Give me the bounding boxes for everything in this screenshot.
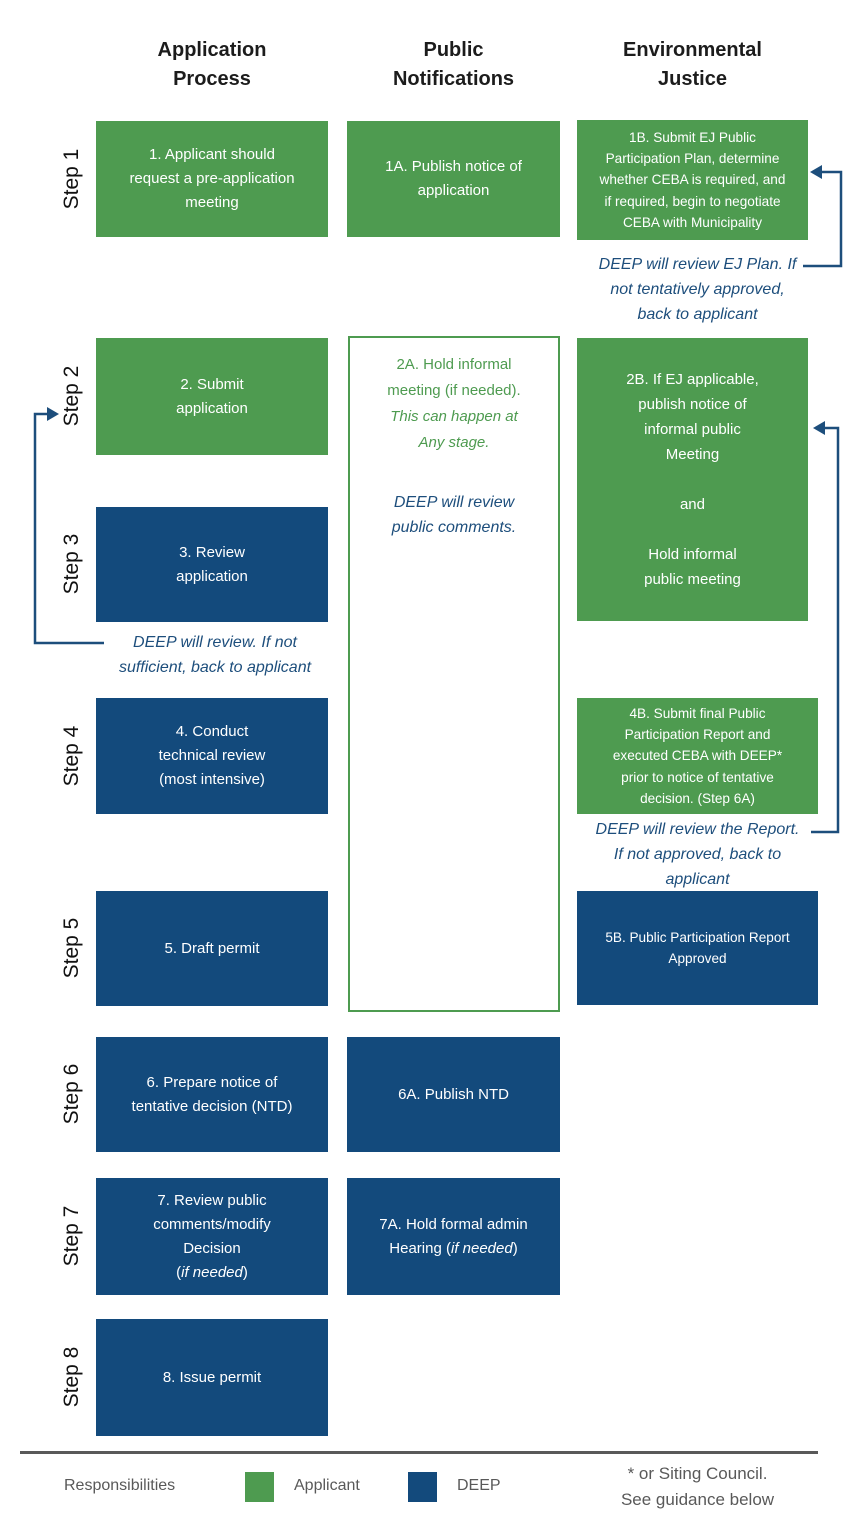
box-step7-if-needed: (if needed) (176, 1263, 248, 1281)
box-step4: 4. Conduct technical review (most intens… (96, 698, 328, 814)
arrowhead-step2-icon (47, 407, 59, 421)
column-header-application-process: Application Process (157, 39, 267, 90)
step-label-4: Step 4 (60, 725, 83, 787)
box-step1: 1. Applicant should request a pre-applic… (96, 121, 328, 237)
box-step2b: 2B. If EJ applicable, publish notice of … (577, 338, 808, 621)
box-step7a-line1: 7A. Hold formal admin (379, 1215, 528, 1233)
box-step2: 2. Submit application (96, 338, 328, 455)
step-label-7: Step 7 (60, 1205, 83, 1267)
note-deep-review-sufficient: DEEP will review. If not sufficient, bac… (118, 634, 312, 676)
box-step2a-italic-text: This can happen at Any stage. (390, 408, 518, 451)
box-step1b: 1B. Submit EJ Public Participation Plan,… (577, 120, 808, 240)
note-deep-review-comments: DEEP will review public comments. (391, 494, 517, 536)
legend-label-deep: DEEP (457, 1477, 501, 1494)
step-label-2: Step 2 (60, 365, 83, 427)
box-step2a-outline: 2A. Hold informal meeting (if needed). T… (348, 336, 560, 1012)
box-step7a: 7A. Hold formal admin Hearing (if needed… (347, 1178, 560, 1295)
step-label-3: Step 3 (60, 533, 83, 595)
legend-title: Responsibilities (64, 1477, 176, 1494)
step-label-6: Step 6 (60, 1063, 83, 1125)
box-step8: 8. Issue permit (96, 1319, 328, 1436)
column-header-environmental-justice: Environmental Justice (623, 39, 762, 90)
note-report-review: DEEP will review the Report. If not appr… (595, 821, 800, 888)
box-step4b: 4B. Submit final Public Participation Re… (577, 698, 818, 814)
legend-footnote: * or Siting Council. See guidance below (620, 1464, 775, 1509)
box-step1a: 1A. Publish notice of application (347, 121, 560, 237)
legend-swatch-deep (408, 1472, 437, 1502)
box-step6a: 6A. Publish NTD (347, 1037, 560, 1152)
arrowhead-step2b-icon (813, 421, 825, 435)
note-ej-plan-review: DEEP will review EJ Plan. If not tentati… (598, 256, 797, 323)
legend-label-applicant: Applicant (294, 1477, 360, 1494)
step-label-1: Step 1 (60, 148, 83, 210)
box-step7-text: 7. Review public comments/modify Decisio… (153, 1191, 271, 1257)
legend-swatch-applicant (245, 1472, 274, 1502)
step-label-8: Step 8 (60, 1346, 83, 1408)
arrowhead-step1b-icon (810, 165, 822, 179)
box-step7a-line2: Hearing (if needed) (389, 1239, 518, 1257)
box-step7: 7. Review public comments/modify Decisio… (96, 1178, 328, 1295)
legend-divider (20, 1451, 818, 1454)
box-step6: 6. Prepare notice of tentative decision … (96, 1037, 328, 1152)
box-step5: 5. Draft permit (96, 891, 328, 1006)
column-header-public-notifications: Public Notifications (392, 39, 515, 90)
arrow-review-to-step2 (33, 412, 104, 645)
box-step5b: 5B. Public Participation Report Approved (577, 891, 818, 1005)
step-label-5: Step 5 (60, 917, 83, 979)
box-step2a-text: 2A. Hold informal meeting (if needed). (387, 356, 521, 399)
box-step3: 3. Review application (96, 507, 328, 622)
